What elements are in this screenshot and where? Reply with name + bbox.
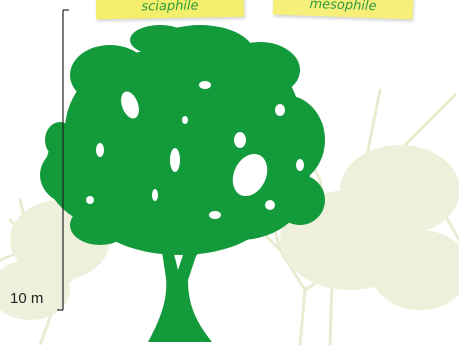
tree-silhouette <box>40 25 325 342</box>
sciaphile-tag: sciaphile <box>96 0 244 19</box>
scale-label: 10 m <box>10 290 43 307</box>
